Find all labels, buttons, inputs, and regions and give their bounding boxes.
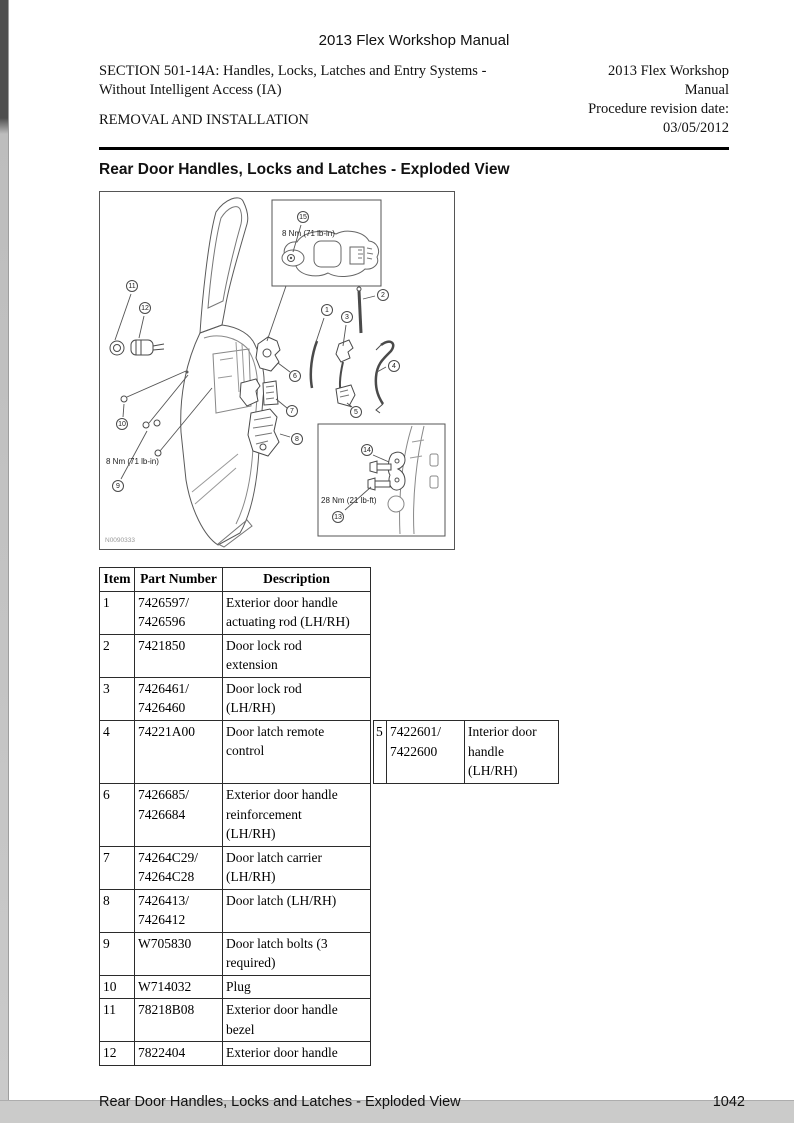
revision-date-value: 03/05/2012 bbox=[662, 120, 729, 136]
part-row: 6 7426685/ 7426684 Exterior door handle … bbox=[99, 783, 560, 847]
header-left-block: SECTION 501-14A: Handles, Locks, Latches… bbox=[99, 62, 519, 138]
cell-part-number: 7422601/ 7422600 bbox=[386, 720, 465, 784]
cell-description: Exterior door handle reinforcement (LH/R… bbox=[222, 783, 371, 847]
cell-part-number: 78218B08 bbox=[134, 998, 223, 1042]
cell-item: 11 bbox=[99, 998, 135, 1042]
cell-description: Exterior door handle actuating rod (LH/R… bbox=[222, 590, 371, 635]
part-row: 7 74264C29/ 74264C28 Door latch carrier … bbox=[99, 845, 560, 890]
part-row: 1 7426597/ 7426596 Exterior door handle … bbox=[99, 590, 560, 635]
cell-item: 6 bbox=[99, 783, 135, 847]
torque-label-striker: 28 Nm (21 lb-ft) bbox=[321, 496, 377, 505]
side-parts-table: 5 7422601/ 7422600 Interior door handle … bbox=[373, 720, 559, 784]
callout-14: 14 bbox=[361, 444, 373, 456]
callout-15: 15 bbox=[297, 211, 309, 223]
header-description: Description bbox=[222, 567, 371, 592]
cell-description: Door lock rod (LH/RH) bbox=[222, 676, 371, 721]
cell-description: Exterior door handle bezel bbox=[222, 998, 371, 1042]
cell-part-number: 7426597/ 7426596 bbox=[134, 590, 223, 635]
cell-description: Exterior door handle bbox=[222, 1041, 371, 1066]
cell-item: 10 bbox=[99, 974, 135, 999]
callout-8: 8 bbox=[291, 433, 303, 445]
cell-part-number: 7822404 bbox=[134, 1041, 223, 1066]
cell-part-number: W705830 bbox=[134, 931, 223, 976]
parts-table-header-row: Item Part Number Description bbox=[99, 567, 560, 592]
loose-parts-drawing bbox=[109, 286, 395, 457]
callout-9: 9 bbox=[112, 480, 124, 492]
footer-page-number: 1042 bbox=[712, 1093, 745, 1110]
section-title-line1: SECTION 501-14A: Handles, Locks, Latches… bbox=[99, 63, 487, 79]
parts-table: Item Part Number Description 1 7426597/ … bbox=[99, 567, 560, 1066]
cell-item: 9 bbox=[99, 931, 135, 976]
cell-part-number: 7426413/ 7426412 bbox=[134, 888, 223, 933]
part-row: 10 W714032 Plug bbox=[99, 974, 560, 999]
figure-id-label: N0090333 bbox=[105, 537, 135, 544]
callout-7: 7 bbox=[286, 405, 298, 417]
part-row: 2 7421850 Door lock rod extension bbox=[99, 633, 560, 678]
callout-13: 13 bbox=[332, 511, 344, 523]
callout-3: 3 bbox=[341, 311, 353, 323]
cell-description: Door latch (LH/RH) bbox=[222, 888, 371, 933]
section-title-line2: Without Intelligent Access (IA) bbox=[99, 82, 282, 98]
cell-part-number: 7426685/ 7426684 bbox=[134, 783, 223, 847]
cell-item: 8 bbox=[99, 888, 135, 933]
torque-label-handle: 8 Nm (71 lb-in) bbox=[282, 229, 335, 238]
page-title: Rear Door Handles, Locks and Latches - E… bbox=[99, 161, 510, 178]
cell-description: Plug bbox=[222, 974, 371, 999]
callout-12: 12 bbox=[139, 302, 151, 314]
callout-11: 11 bbox=[126, 280, 138, 292]
leader-lines bbox=[114, 224, 390, 511]
header-item: Item bbox=[99, 567, 135, 592]
part-row: 5 7422601/ 7422600 Interior door handle … bbox=[373, 720, 559, 784]
cell-item: 12 bbox=[99, 1041, 135, 1066]
header-divider-rule bbox=[99, 147, 729, 150]
part-row: 3 7426461/ 7426460 Door lock rod (LH/RH) bbox=[99, 676, 560, 721]
manual-name-line2: Manual bbox=[684, 82, 729, 98]
cell-item: 3 bbox=[99, 676, 135, 721]
document-title: 2013 Flex Workshop Manual bbox=[318, 32, 510, 49]
header-subtitle: REMOVAL AND INSTALLATION bbox=[99, 112, 309, 128]
cell-item: 2 bbox=[99, 633, 135, 678]
manual-name-line1: 2013 Flex Workshop bbox=[607, 63, 729, 79]
cell-description: Door latch remote control bbox=[222, 719, 371, 784]
door-drawing bbox=[180, 197, 265, 548]
page-left-edge-shadow bbox=[0, 0, 9, 1101]
exploded-view-figure: 1 2 3 4 5 6 7 8 9 10 11 12 13 14 15 8 Nm… bbox=[99, 191, 455, 550]
document-header: SECTION 501-14A: Handles, Locks, Latches… bbox=[99, 62, 729, 138]
callout-1: 1 bbox=[321, 304, 333, 316]
cell-description: Door lock rod extension bbox=[222, 633, 371, 678]
cell-item: 7 bbox=[99, 845, 135, 890]
cell-item: 1 bbox=[99, 590, 135, 635]
cell-description: Door latch bolts (3 required) bbox=[222, 931, 371, 976]
document-page: 2013 Flex Workshop Manual SECTION 501-14… bbox=[99, 0, 747, 1110]
callout-5: 5 bbox=[350, 406, 362, 418]
page-bottom-edge-bar bbox=[0, 1100, 794, 1123]
page-footer: Rear Door Handles, Locks and Latches - E… bbox=[99, 1094, 745, 1110]
cell-part-number: 7426461/ 7426460 bbox=[134, 676, 223, 721]
revision-date-label: Procedure revision date: bbox=[588, 101, 729, 117]
inset-handle-drawing bbox=[271, 199, 382, 287]
callout-6: 6 bbox=[289, 370, 301, 382]
part-row-with-side-table: 4 74221A00 Door latch remote control 5 7… bbox=[99, 719, 560, 784]
torque-label-bolts: 8 Nm (71 lb-in) bbox=[106, 457, 159, 466]
header-right-block: 2013 Flex Workshop Manual Procedure revi… bbox=[588, 62, 729, 138]
footer-title: Rear Door Handles, Locks and Latches - E… bbox=[99, 1093, 461, 1110]
callout-4: 4 bbox=[388, 360, 400, 372]
part-row: 11 78218B08 Exterior door handle bezel bbox=[99, 998, 560, 1042]
part-row: 9 W705830 Door latch bolts (3 required) bbox=[99, 931, 560, 976]
exploded-view-line-art bbox=[109, 197, 446, 548]
cell-description: Interior door handle (LH/RH) bbox=[464, 720, 559, 784]
part-row: 12 7822404 Exterior door handle bbox=[99, 1041, 560, 1066]
cell-part-number: W714032 bbox=[134, 974, 223, 999]
callout-2: 2 bbox=[377, 289, 389, 301]
cell-part-number: 74221A00 bbox=[134, 719, 223, 784]
cell-part-number: 7421850 bbox=[134, 633, 223, 678]
part-row: 8 7426413/ 7426412 Door latch (LH/RH) bbox=[99, 888, 560, 933]
cell-item: 4 bbox=[99, 719, 135, 784]
side-table-container: 5 7422601/ 7422600 Interior door handle … bbox=[371, 720, 560, 784]
callout-10: 10 bbox=[116, 418, 128, 430]
cell-item: 5 bbox=[373, 720, 387, 784]
cell-part-number: 74264C29/ 74264C28 bbox=[134, 845, 223, 890]
cell-description: Door latch carrier (LH/RH) bbox=[222, 845, 371, 890]
header-part-number: Part Number bbox=[134, 567, 223, 592]
